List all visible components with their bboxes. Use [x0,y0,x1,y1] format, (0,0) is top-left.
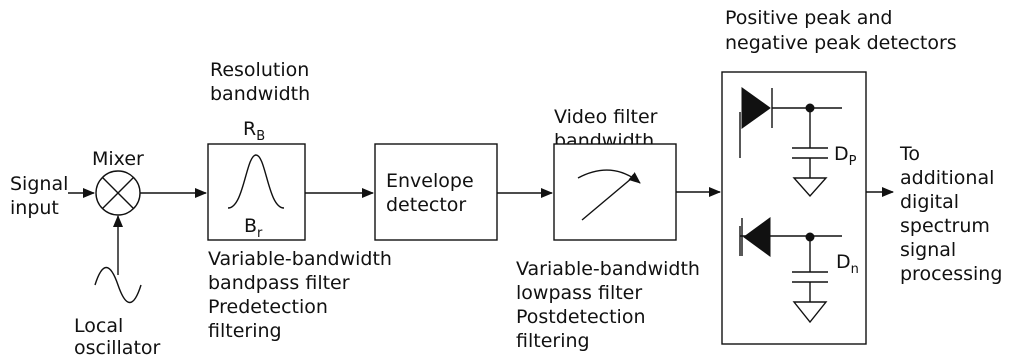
bandpass-curve-icon [227,154,285,209]
resolution-title: Resolution [210,59,309,81]
resolution-caption-line4: filtering [208,320,282,342]
video-caption-line2: lowpass filter [516,282,642,304]
diode-reverse-icon [743,217,771,257]
variable-filter-line [581,177,633,221]
diode-forward-icon [741,87,771,129]
sine-wave-icon [94,266,142,304]
envelope-detector-label-line2: detector [386,194,466,216]
output-label-line6: processing [900,263,1002,285]
positive-peak-detector [739,87,842,198]
bandpass-filter-box [207,143,306,241]
output-label: To [899,143,920,165]
mixer-label: Mixer [92,148,144,170]
output-label-line3: digital [900,191,959,213]
signal-input-label: Signal [10,173,68,195]
envelope-detector-box [374,143,498,241]
ground-icon [792,301,828,324]
output-label-line5: signal [900,239,956,261]
dn-label: Dn [836,251,859,277]
video-caption-line3: Postdetection [516,306,645,328]
resolution-caption: Variable-bandwidth [208,248,392,270]
br-label: Br [244,215,263,241]
peak-title-line2: negative peak detectors [725,32,957,54]
rb-label: RB [243,118,265,144]
output-label-line2: additional [900,167,994,189]
dp-label: DP [834,143,857,169]
signal-input-label-line2: input [10,197,59,219]
local-oscillator-label: Local [74,315,123,337]
resolution-caption-line3: Predetection [208,296,328,318]
video-caption: Variable-bandwidth [516,258,700,280]
peak-title: Positive peak and [725,7,892,29]
resolution-caption-line2: bandpass filter [208,272,350,294]
local-oscillator-label-line2: oscillator [74,337,161,356]
video-title: Video filter [554,106,658,128]
output-label-line4: spectrum [900,215,990,237]
resolution-title-line2: bandwidth [210,83,310,105]
video-caption-line4: filtering [516,330,590,352]
ground-icon [792,177,828,198]
negative-peak-detector [739,217,842,324]
variable-filter-arrow-icon [577,169,641,184]
envelope-detector-label: Envelope [386,170,474,192]
mixer-symbol [95,170,141,216]
